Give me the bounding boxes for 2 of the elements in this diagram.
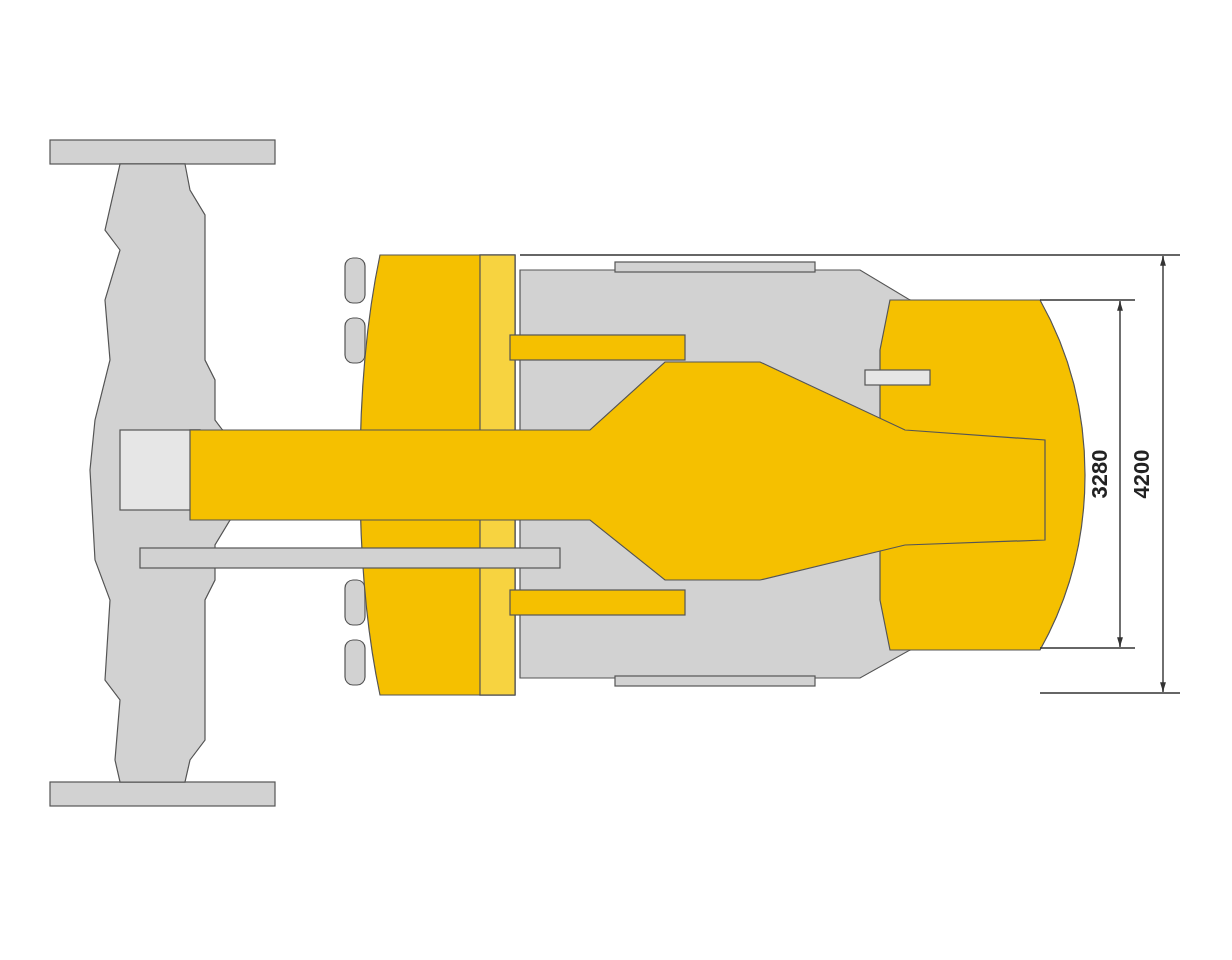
dimension-value: 4200: [1130, 449, 1155, 499]
dimension-value: 3280: [1088, 449, 1113, 499]
